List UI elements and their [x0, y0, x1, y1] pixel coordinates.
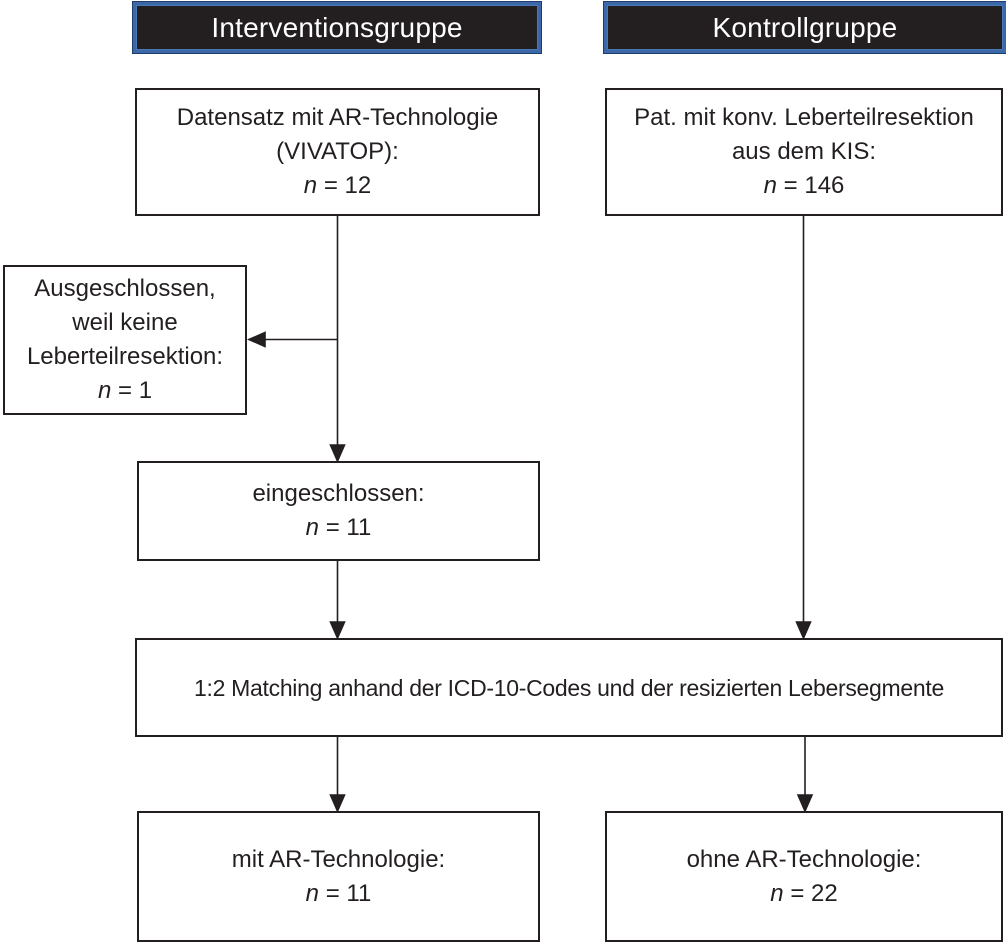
node-mit-ar: mit AR-Technologie: n= 11	[137, 811, 540, 942]
node-pat-kis-line1: Pat. mit konv. Leberteilresektion	[634, 104, 974, 131]
node-pat-kis: Pat. mit konv. Leberteilresektion aus de…	[605, 88, 1003, 216]
node-ausgeschlossen-count: n= 1	[98, 374, 152, 408]
node-matching: 1:2 Matching anhand der ICD-10-Codes und…	[135, 638, 1003, 737]
n-variable: n	[303, 172, 318, 199]
n-value: = 1	[118, 377, 153, 404]
node-eingeschlossen-count: n= 11	[306, 511, 372, 545]
node-pat-kis-line2: aus dem KIS:	[731, 138, 877, 165]
node-pat-kis-count: n= 146	[764, 169, 845, 203]
node-matching-line1: 1:2 Matching anhand der ICD-10-Codes und…	[194, 674, 944, 701]
node-ausgeschlossen-line1: Ausgeschlossen,	[34, 275, 216, 302]
n-value: = 12	[323, 172, 372, 199]
arrowhead-matching-left	[329, 621, 346, 640]
node-ohne-ar: ohne AR-Technologie: n= 22	[605, 811, 1003, 942]
node-datensatz-ar-line1: Datensatz mit AR-Technologie	[176, 104, 499, 131]
node-eingeschlossen: eingeschlossen: n= 11	[137, 461, 540, 561]
node-ausgeschlossen-line3: Leberteilresektion:	[26, 343, 224, 370]
node-datensatz-ar-count: n= 12	[304, 169, 371, 203]
n-value: = 11	[325, 514, 372, 541]
node-datensatz-ar: Datensatz mit AR-Technologie (VIVATOP): …	[135, 88, 540, 216]
n-variable: n	[97, 377, 112, 404]
header-kontrollgruppe: Kontrollgruppe	[603, 1, 1006, 54]
node-ohne-ar-line1: ohne AR-Technologie:	[686, 845, 922, 873]
arrowhead-mit-ar	[329, 794, 346, 813]
node-mit-ar-line1: mit AR-Technologie:	[231, 845, 446, 873]
n-value: = 146	[783, 172, 845, 199]
node-ausgeschlossen-line2: weil keine	[72, 309, 178, 336]
n-variable: n	[305, 514, 320, 541]
n-variable: n	[770, 879, 784, 907]
header-interventionsgruppe: Interventionsgruppe	[132, 1, 542, 54]
n-variable: n	[763, 172, 777, 199]
arrowhead-ohne-ar	[796, 794, 814, 813]
n-value: = 11	[325, 879, 372, 907]
arrowhead-eingeschlossen	[329, 444, 346, 463]
node-eingeschlossen-line1: eingeschlossen:	[252, 480, 425, 507]
node-ausgeschlossen: Ausgeschlossen, weil keine Leberteilrese…	[3, 265, 247, 415]
n-variable: n	[305, 879, 320, 907]
arrowhead-matching-right	[795, 621, 812, 640]
arrowhead-ausgeschlossen	[247, 331, 266, 348]
header-kontrollgruppe-label: Kontrollgruppe	[712, 11, 898, 43]
node-mit-ar-count: n= 11	[306, 877, 372, 911]
header-interventionsgruppe-label: Interventionsgruppe	[211, 11, 463, 43]
node-ohne-ar-count: n= 22	[770, 877, 837, 911]
node-datensatz-ar-line2: (VIVATOP):	[276, 138, 399, 165]
n-value: = 22	[790, 879, 838, 907]
